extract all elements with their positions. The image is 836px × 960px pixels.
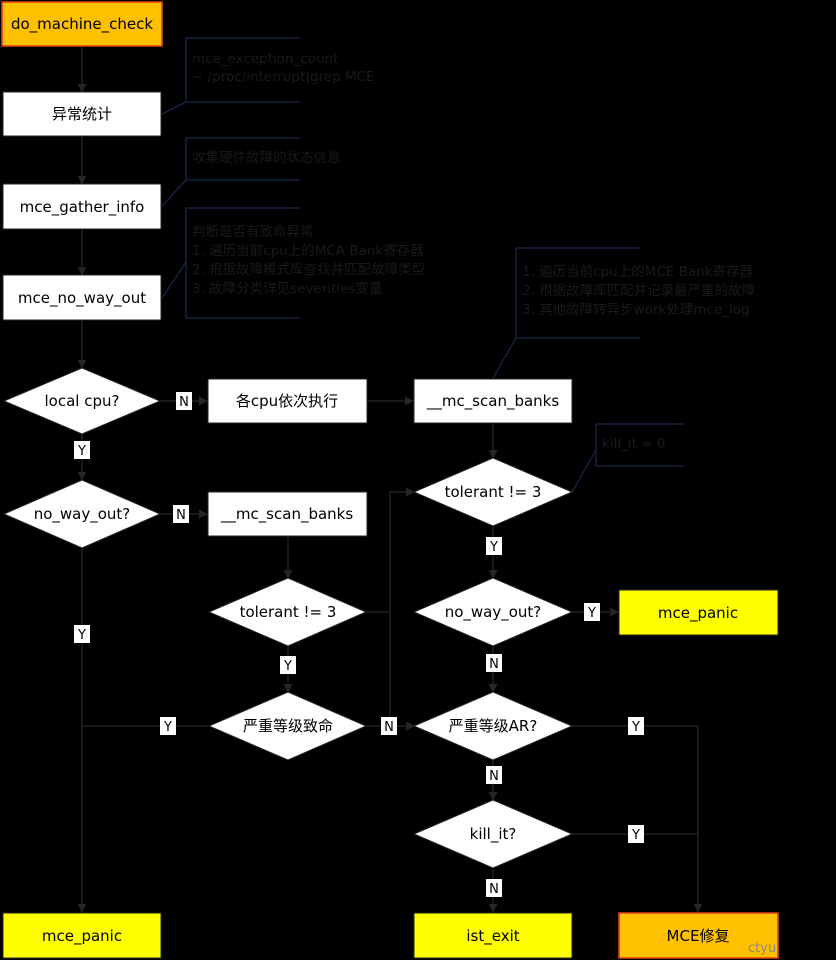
- label-killit-n: N: [486, 879, 502, 897]
- nowayout-right-decision: no_way_out?: [412, 577, 574, 647]
- gather-node-label: mce_gather_info: [20, 198, 145, 217]
- kill-it-decision: kill_it?: [412, 799, 574, 869]
- connectors: [77, 46, 703, 913]
- svg-text:N: N: [489, 657, 499, 672]
- svg-text:Y: Y: [631, 720, 640, 735]
- tolerant-mid-decision: tolerant != 3: [207, 577, 368, 647]
- kill-it-decision-label: kill_it?: [470, 825, 517, 844]
- svg-text:N: N: [176, 508, 186, 523]
- each-cpu-node: 各cpu依次执行: [207, 378, 368, 424]
- severity-fatal-decision-label: 严重等级致命: [243, 717, 333, 735]
- label-nowayleft-y: Y: [74, 625, 90, 643]
- gather-node: mce_gather_info: [2, 183, 162, 230]
- note-nowayout-line-2: 1. 遍历当前cpu上的MCA Bank寄存器: [192, 242, 424, 259]
- note-tolerant-pointer: [571, 449, 597, 493]
- label-severityfatal-y: Y: [160, 717, 176, 735]
- note-gather-bracket: [185, 137, 300, 181]
- edge-severityar-repair: [572, 725, 703, 913]
- stats-node-label: 异常统计: [52, 105, 112, 123]
- note-tolerant-bracket: [595, 423, 684, 467]
- note-tolerant-line-1: kill_it = 0: [602, 436, 665, 452]
- note-nowayout-bracket: [185, 207, 300, 319]
- nowayout-left-decision: no_way_out?: [2, 479, 162, 549]
- local-cpu-decision: local cpu?: [2, 367, 162, 435]
- nowayout-fn-node-label: mce_no_way_out: [18, 289, 146, 308]
- label-nowayleft-n: N: [173, 505, 189, 523]
- note-scanbanks-line-3: 3. 其他故障转异步work处理mce_log: [522, 302, 750, 318]
- note-stats-bracket: [185, 37, 300, 103]
- notes: [161, 37, 684, 493]
- panic-right-node-label: mce_panic: [658, 604, 738, 623]
- branch-labels: N Y N Y Y Y N Y: [74, 392, 644, 897]
- svg-text:Y: Y: [489, 540, 498, 555]
- start-node: do_machine_check: [1, 1, 163, 47]
- local-cpu-decision-label: local cpu?: [45, 392, 120, 410]
- svg-text:Y: Y: [77, 628, 86, 643]
- note-gather-pointer: [161, 179, 187, 207]
- scan-banks-right-node: __mc_scan_banks: [413, 378, 573, 424]
- scan-banks-right-node-label: __mc_scan_banks: [426, 392, 560, 411]
- note-nowayout-pointer: [161, 261, 187, 299]
- note-nowayout-line-1: 判断是否有致命异常: [192, 223, 314, 240]
- svg-text:N: N: [179, 395, 189, 410]
- svg-text:N: N: [489, 769, 499, 784]
- svg-text:N: N: [384, 720, 394, 735]
- start-node-label: do_machine_check: [11, 15, 153, 34]
- nowayout-right-decision-label: no_way_out?: [445, 603, 542, 622]
- scan-banks-mid-node-label: __mc_scan_banks: [220, 505, 354, 524]
- note-scanbanks-bracket: [515, 247, 640, 339]
- svg-text:Y: Y: [587, 606, 596, 621]
- note-stats-line-1: mce_exception_count: [192, 51, 338, 67]
- mce-repair-node-label: MCE修复: [667, 927, 730, 945]
- ist-exit-node-label: ist_exit: [466, 927, 519, 946]
- label-killit-y: Y: [628, 825, 644, 843]
- stats-node: 异常统计: [2, 91, 162, 137]
- severity-fatal-decision: 严重等级致命: [207, 691, 368, 761]
- panic-left-node-label: mce_panic: [42, 927, 122, 946]
- panic-left-node: mce_panic: [2, 912, 162, 959]
- watermark: ctyu: [748, 941, 776, 956]
- label-tolerantright-y: Y: [486, 537, 502, 555]
- tolerant-right-decision-label: tolerant != 3: [445, 483, 542, 501]
- note-scanbanks-pointer: [492, 337, 517, 379]
- label-nowayright-y: Y: [584, 603, 600, 621]
- note-nowayout-line-3: 2. 根据故障模式库查找并匹配故障类型: [192, 262, 425, 278]
- note-scanbanks-line-1: 1. 遍历当前cpu上的MCE Bank寄存器: [522, 263, 754, 280]
- svg-text:Y: Y: [631, 828, 640, 843]
- note-text-group: mce_exception_count ~ /proc/interrupt|gr…: [192, 51, 755, 452]
- each-cpu-node-label: 各cpu依次执行: [236, 392, 338, 410]
- svg-text:Y: Y: [283, 659, 292, 674]
- nowayout-left-decision-label: no_way_out?: [34, 505, 131, 524]
- ist-exit-node: ist_exit: [413, 912, 573, 959]
- tolerant-mid-decision-label: tolerant != 3: [240, 603, 337, 621]
- svg-text:N: N: [489, 882, 499, 897]
- mce-repair-node: MCE修复: [618, 912, 779, 959]
- svg-text:Y: Y: [163, 720, 172, 735]
- label-severityar-n: N: [486, 766, 502, 784]
- nowayout-fn-node: mce_no_way_out: [2, 274, 162, 321]
- label-severityfatal-n: N: [381, 717, 397, 735]
- note-stats-pointer: [161, 101, 187, 115]
- label-severityar-y: Y: [628, 717, 644, 735]
- label-localcpu-y: Y: [74, 441, 90, 459]
- label-nowayright-n: N: [486, 654, 502, 672]
- svg-text:Y: Y: [77, 444, 86, 459]
- tolerant-right-decision: tolerant != 3: [412, 457, 574, 527]
- panic-right-node: mce_panic: [618, 589, 779, 636]
- severity-ar-decision-label: 严重等级AR?: [449, 717, 538, 735]
- note-gather-line-1: 收集硬件故障的状态信息: [192, 149, 341, 166]
- note-stats-line-2: ~ /proc/interrupt|grep MCE: [192, 69, 375, 85]
- note-nowayout-line-4: 3. 故障分类详见severities变量: [192, 281, 383, 297]
- edge-join-tolerantright: [389, 487, 415, 726]
- label-tolerantmid-y: Y: [280, 656, 296, 674]
- note-scanbanks-line-2: 2. 根据故障库匹配并记录最严重的故障: [522, 283, 755, 299]
- scan-banks-mid-node: __mc_scan_banks: [207, 491, 368, 537]
- label-localcpu-n: N: [176, 392, 192, 410]
- severity-ar-decision: 严重等级AR?: [412, 691, 574, 761]
